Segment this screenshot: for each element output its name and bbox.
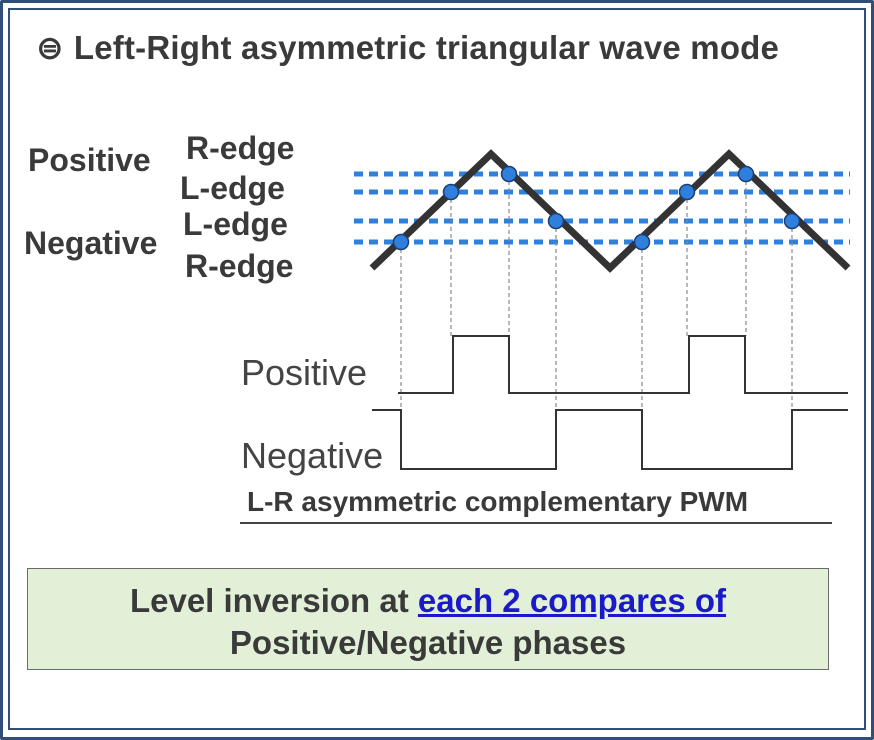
- note-line-1: Level inversion at each 2 compares of: [28, 581, 828, 621]
- caption-underline: [240, 522, 832, 524]
- signal-label-negative: Negative: [241, 435, 384, 476]
- compare-marker: [500, 165, 518, 183]
- compare-marker: [633, 233, 651, 251]
- page-title: ⊜Left-Right asymmetric triangular wave m…: [36, 28, 779, 67]
- page-title-text: Left-Right asymmetric triangular wave mo…: [73, 29, 780, 66]
- label-r-edge-top: R-edge: [186, 130, 295, 166]
- compare-marker: [442, 183, 460, 201]
- negative-pwm-signal: [372, 409, 848, 470]
- signal-label-positive: Positive: [241, 352, 368, 393]
- positive-pwm-signal: [398, 335, 848, 394]
- note-line-1-prefix: Level inversion at: [129, 582, 418, 619]
- compare-marker: [392, 233, 410, 251]
- inner-frame: [8, 8, 866, 730]
- triangular-wave: [369, 149, 851, 273]
- compare-marker: [678, 183, 696, 201]
- label-l-edge-bottom: L-edge: [183, 206, 288, 242]
- note-box: Level inversion at each 2 compares of Po…: [27, 568, 829, 670]
- compare-marker: [547, 212, 565, 230]
- note-line-2: Positive/Negative phases: [229, 624, 627, 661]
- compare-marker: [783, 212, 801, 230]
- label-l-edge-top: L-edge: [180, 170, 285, 206]
- note-link[interactable]: each 2 compares of: [417, 582, 727, 619]
- label-positive: Positive: [28, 142, 151, 178]
- label-negative: Negative: [24, 225, 158, 261]
- circle-equals-icon: ⊜: [36, 29, 64, 66]
- pwm-caption: L-R asymmetric complementary PWM: [247, 486, 749, 517]
- compare-marker: [737, 165, 755, 183]
- label-r-edge-bottom: R-edge: [185, 248, 294, 284]
